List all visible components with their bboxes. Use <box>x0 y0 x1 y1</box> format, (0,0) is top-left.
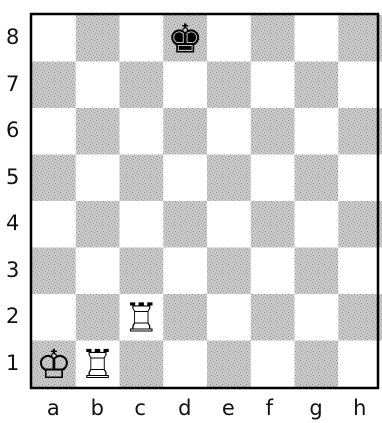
square-e8[interactable] <box>207 15 251 62</box>
square-c1[interactable] <box>120 341 164 388</box>
square-b2[interactable] <box>76 294 120 341</box>
rank-label-7: 7 <box>6 74 19 95</box>
square-f4[interactable] <box>251 201 295 248</box>
square-c3[interactable] <box>120 248 164 295</box>
square-h5[interactable] <box>338 155 382 202</box>
square-g5[interactable] <box>295 155 339 202</box>
file-label-e: e <box>222 398 235 419</box>
square-d2[interactable] <box>163 294 207 341</box>
square-a4[interactable] <box>32 201 76 248</box>
square-e2[interactable] <box>207 294 251 341</box>
square-b5[interactable] <box>76 155 120 202</box>
square-g1[interactable] <box>295 341 339 388</box>
white-king-icon[interactable]: ♔ <box>36 342 72 388</box>
square-a2[interactable] <box>32 294 76 341</box>
square-c5[interactable] <box>120 155 164 202</box>
square-d1[interactable] <box>163 341 207 388</box>
square-h2[interactable] <box>338 294 382 341</box>
square-a6[interactable] <box>32 108 76 155</box>
square-d7[interactable] <box>163 62 207 109</box>
rank-label-1: 1 <box>6 353 19 374</box>
square-e7[interactable] <box>207 62 251 109</box>
square-g2[interactable] <box>295 294 339 341</box>
square-c8[interactable] <box>120 15 164 62</box>
square-b4[interactable] <box>76 201 120 248</box>
square-a7[interactable] <box>32 62 76 109</box>
square-b7[interactable] <box>76 62 120 109</box>
rank-label-6: 6 <box>6 120 19 141</box>
square-g3[interactable] <box>295 248 339 295</box>
square-e4[interactable] <box>207 201 251 248</box>
file-label-d: d <box>178 398 191 419</box>
rank-label-8: 8 <box>6 27 19 48</box>
file-label-c: c <box>134 398 146 419</box>
square-e1[interactable] <box>207 341 251 388</box>
file-label-b: b <box>91 398 104 419</box>
white-rook-icon[interactable]: ♖ <box>80 342 116 388</box>
square-h8[interactable] <box>338 15 382 62</box>
square-e6[interactable] <box>207 108 251 155</box>
white-rook-icon[interactable]: ♖ <box>123 295 159 341</box>
square-f3[interactable] <box>251 248 295 295</box>
square-e5[interactable] <box>207 155 251 202</box>
square-c7[interactable] <box>120 62 164 109</box>
square-f8[interactable] <box>251 15 295 62</box>
rank-label-4: 4 <box>6 213 19 234</box>
square-f1[interactable] <box>251 341 295 388</box>
square-d6[interactable] <box>163 108 207 155</box>
square-h6[interactable] <box>338 108 382 155</box>
square-h3[interactable] <box>338 248 382 295</box>
square-a5[interactable] <box>32 155 76 202</box>
square-g8[interactable] <box>295 15 339 62</box>
square-c6[interactable] <box>120 108 164 155</box>
rank-label-5: 5 <box>6 167 19 188</box>
square-f6[interactable] <box>251 108 295 155</box>
square-f5[interactable] <box>251 155 295 202</box>
square-a3[interactable] <box>32 248 76 295</box>
square-d3[interactable] <box>163 248 207 295</box>
rank-label-3: 3 <box>6 260 19 281</box>
rank-label-2: 2 <box>6 306 19 327</box>
square-h7[interactable] <box>338 62 382 109</box>
square-g7[interactable] <box>295 62 339 109</box>
square-g4[interactable] <box>295 201 339 248</box>
square-h4[interactable] <box>338 201 382 248</box>
square-h1[interactable] <box>338 341 382 388</box>
file-label-h: h <box>353 398 366 419</box>
square-a8[interactable] <box>32 15 76 62</box>
square-b3[interactable] <box>76 248 120 295</box>
square-e3[interactable] <box>207 248 251 295</box>
square-f7[interactable] <box>251 62 295 109</box>
file-label-f: f <box>266 398 273 419</box>
file-label-g: g <box>309 398 322 419</box>
black-king-icon[interactable]: ♚ <box>167 16 203 62</box>
square-b8[interactable] <box>76 15 120 62</box>
square-f2[interactable] <box>251 294 295 341</box>
square-b6[interactable] <box>76 108 120 155</box>
square-g6[interactable] <box>295 108 339 155</box>
square-d4[interactable] <box>163 201 207 248</box>
square-d5[interactable] <box>163 155 207 202</box>
square-c4[interactable] <box>120 201 164 248</box>
file-label-a: a <box>47 398 60 419</box>
